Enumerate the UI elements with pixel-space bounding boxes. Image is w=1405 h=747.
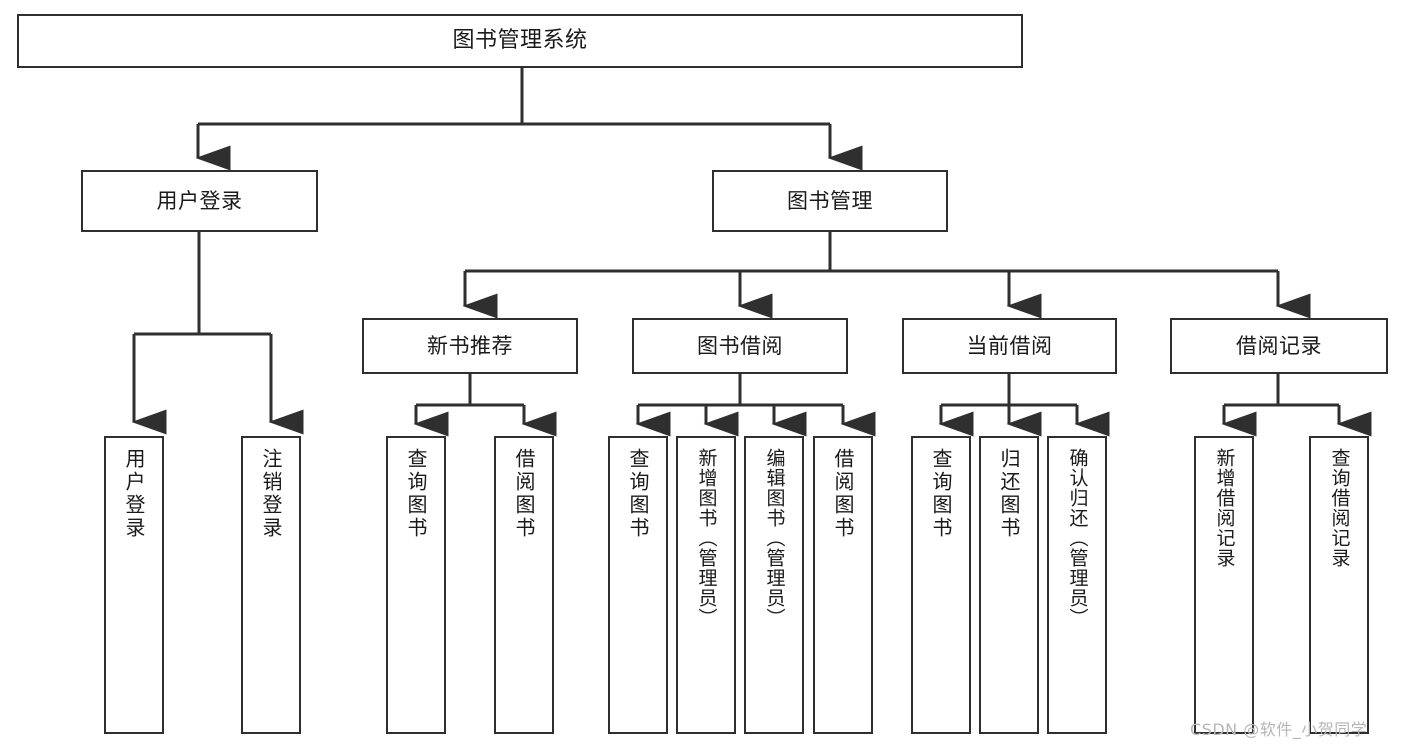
node-book-management[interactable]: 图书管理 [712, 170, 948, 232]
node-new-book-recommend[interactable]: 新书推荐 [362, 318, 578, 374]
node-label: 查询借阅记录 [1328, 448, 1351, 568]
node-label: 新书推荐 [427, 333, 513, 358]
node-label: 新增图书（管理员） [695, 448, 718, 628]
node-label: 图书管理 [787, 188, 873, 213]
node-label: 用户登录 [156, 188, 243, 213]
leaf-return-book[interactable]: 归还图书 [979, 436, 1039, 734]
leaf-add-borrow-record[interactable]: 新增借阅记录 [1194, 436, 1254, 734]
leaf-query-borrow-record[interactable]: 查询借阅记录 [1309, 436, 1369, 734]
node-label: 编辑图书（管理员） [763, 448, 786, 628]
node-label: 图书管理系统 [452, 28, 588, 54]
node-label: 借阅图书 [831, 448, 855, 540]
node-label: 确认归还（管理员） [1066, 448, 1089, 628]
node-label: 新增借阅记录 [1213, 448, 1236, 568]
node-label: 用户登录 [122, 448, 146, 540]
node-book-borrow[interactable]: 图书借阅 [632, 318, 848, 374]
leaf-add-book-admin[interactable]: 新增图书（管理员） [676, 436, 736, 734]
node-label: 归还图书 [997, 448, 1021, 540]
node-label: 当前借阅 [966, 333, 1053, 358]
node-current-borrow[interactable]: 当前借阅 [902, 318, 1117, 374]
leaf-edit-book-admin[interactable]: 编辑图书（管理员） [744, 436, 804, 734]
leaf-borrow-book-recommend[interactable]: 借阅图书 [494, 436, 554, 734]
leaf-logout[interactable]: 注销登录 [241, 436, 301, 734]
leaf-confirm-return-admin[interactable]: 确认归还（管理员） [1047, 436, 1107, 734]
node-label: 图书借阅 [697, 333, 783, 358]
node-label: 借阅记录 [1236, 333, 1322, 358]
node-user-login[interactable]: 用户登录 [81, 170, 318, 232]
node-label: 借阅图书 [512, 448, 536, 540]
node-label: 注销登录 [259, 448, 283, 540]
csdn-watermark: CSDN @软件_小贺同学 [1190, 720, 1368, 739]
leaf-query-book-current[interactable]: 查询图书 [911, 436, 971, 734]
leaf-borrow-book[interactable]: 借阅图书 [813, 436, 873, 734]
leaf-user-login[interactable]: 用户登录 [104, 436, 164, 734]
node-label: 查询图书 [404, 448, 428, 540]
node-label: 查询图书 [626, 448, 650, 540]
leaf-query-book-borrow[interactable]: 查询图书 [608, 436, 668, 734]
leaf-query-book-recommend[interactable]: 查询图书 [386, 436, 446, 734]
node-borrow-record[interactable]: 借阅记录 [1170, 318, 1388, 374]
node-root-system[interactable]: 图书管理系统 [17, 14, 1023, 68]
node-label: 查询图书 [929, 448, 953, 540]
